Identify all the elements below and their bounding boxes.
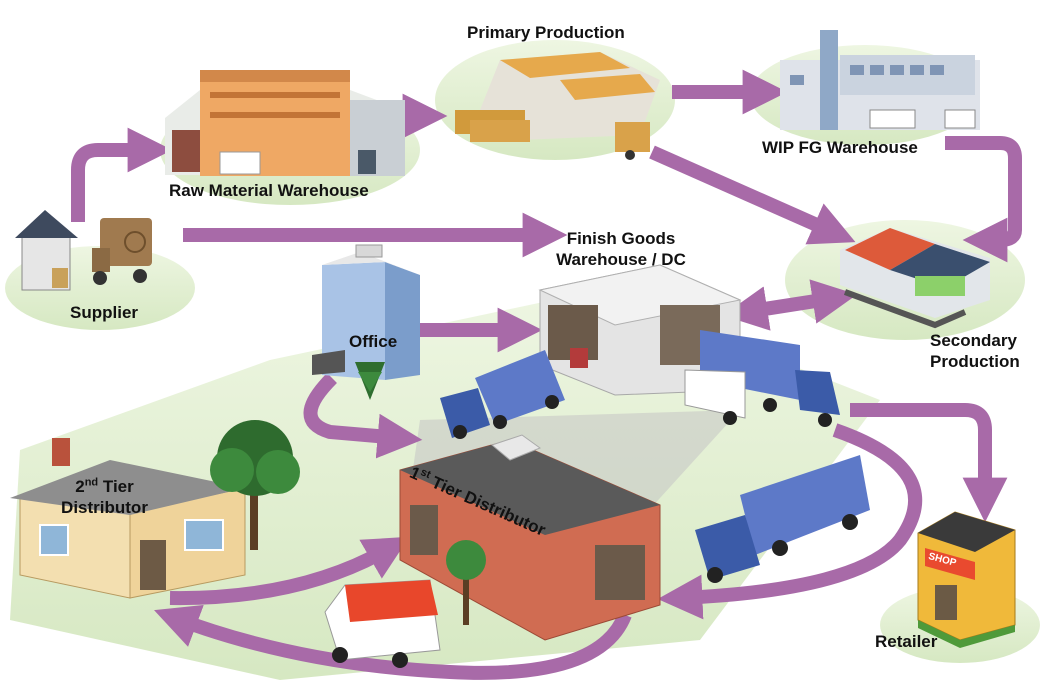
finish-goods-dc-icon [538,264,742,396]
label-secondary-line1: Secondary [930,331,1017,350]
dc-truck-right-icon [684,330,840,427]
office-building-icon [312,244,420,400]
label-finish-goods-dc: Finish Goods Warehouse / DC [546,228,696,271]
van-icon [324,579,441,668]
supplier-house-icon [15,210,78,291]
arrow-supplier-to-raw [71,127,173,222]
label-tier2-line1: 2nd Tier [52,476,157,497]
wip-fg-warehouse-icon [780,30,980,130]
label-finish-goods-line2: Warehouse / DC [556,250,686,270]
label-office: Office [349,332,398,351]
label-supplier: Supplier [70,303,139,322]
arrow-wip-to-secondary [945,136,1022,263]
arrow-dc-to-tier1 [657,423,923,620]
primary-production-icon [455,52,660,160]
arrow-primary-to-secondary [649,145,856,245]
arrow-tier1-to-tier2 [154,604,632,680]
label-retailer: Retailer [875,632,938,651]
tier1-tree-icon [446,540,486,625]
raw-material-warehouse-icon [165,70,405,176]
label-wip-fg-warehouse: WIP FG Warehouse [762,138,918,157]
label-primary-production: Primary Production [467,23,625,42]
label-tier2-line2: Distributor [61,498,148,518]
label-tier2-rest: Tier [98,477,134,496]
dc-truck-left-icon [440,350,565,439]
label-finish-goods-line1: Finish Goods [566,229,676,248]
supplier-truck-icon [92,218,152,285]
retailer-shop-icon [917,511,1016,648]
label-secondary-production: Secondary Production [930,330,1020,373]
secondary-production-icon [840,228,990,329]
arrow-office-to-tier1 [303,373,423,459]
tier2-distributor-house-icon [10,438,246,599]
road-truck-icon [695,455,870,583]
flow-arrows [71,69,1022,680]
label-tier2-sup: nd [84,476,99,489]
label-tier2-num: 2 [75,477,85,496]
label-raw-material-warehouse: Raw Material Warehouse [169,181,369,200]
label-tier2-distributor: 2nd Tier Distributor [52,476,157,519]
arrow-dc-to-retailer [850,403,1008,523]
tree-icon [210,420,300,550]
arrow-tier2-to-tier1 [169,536,410,606]
label-secondary-line2: Production [930,352,1020,372]
arrow-secondary-dc [722,279,858,331]
